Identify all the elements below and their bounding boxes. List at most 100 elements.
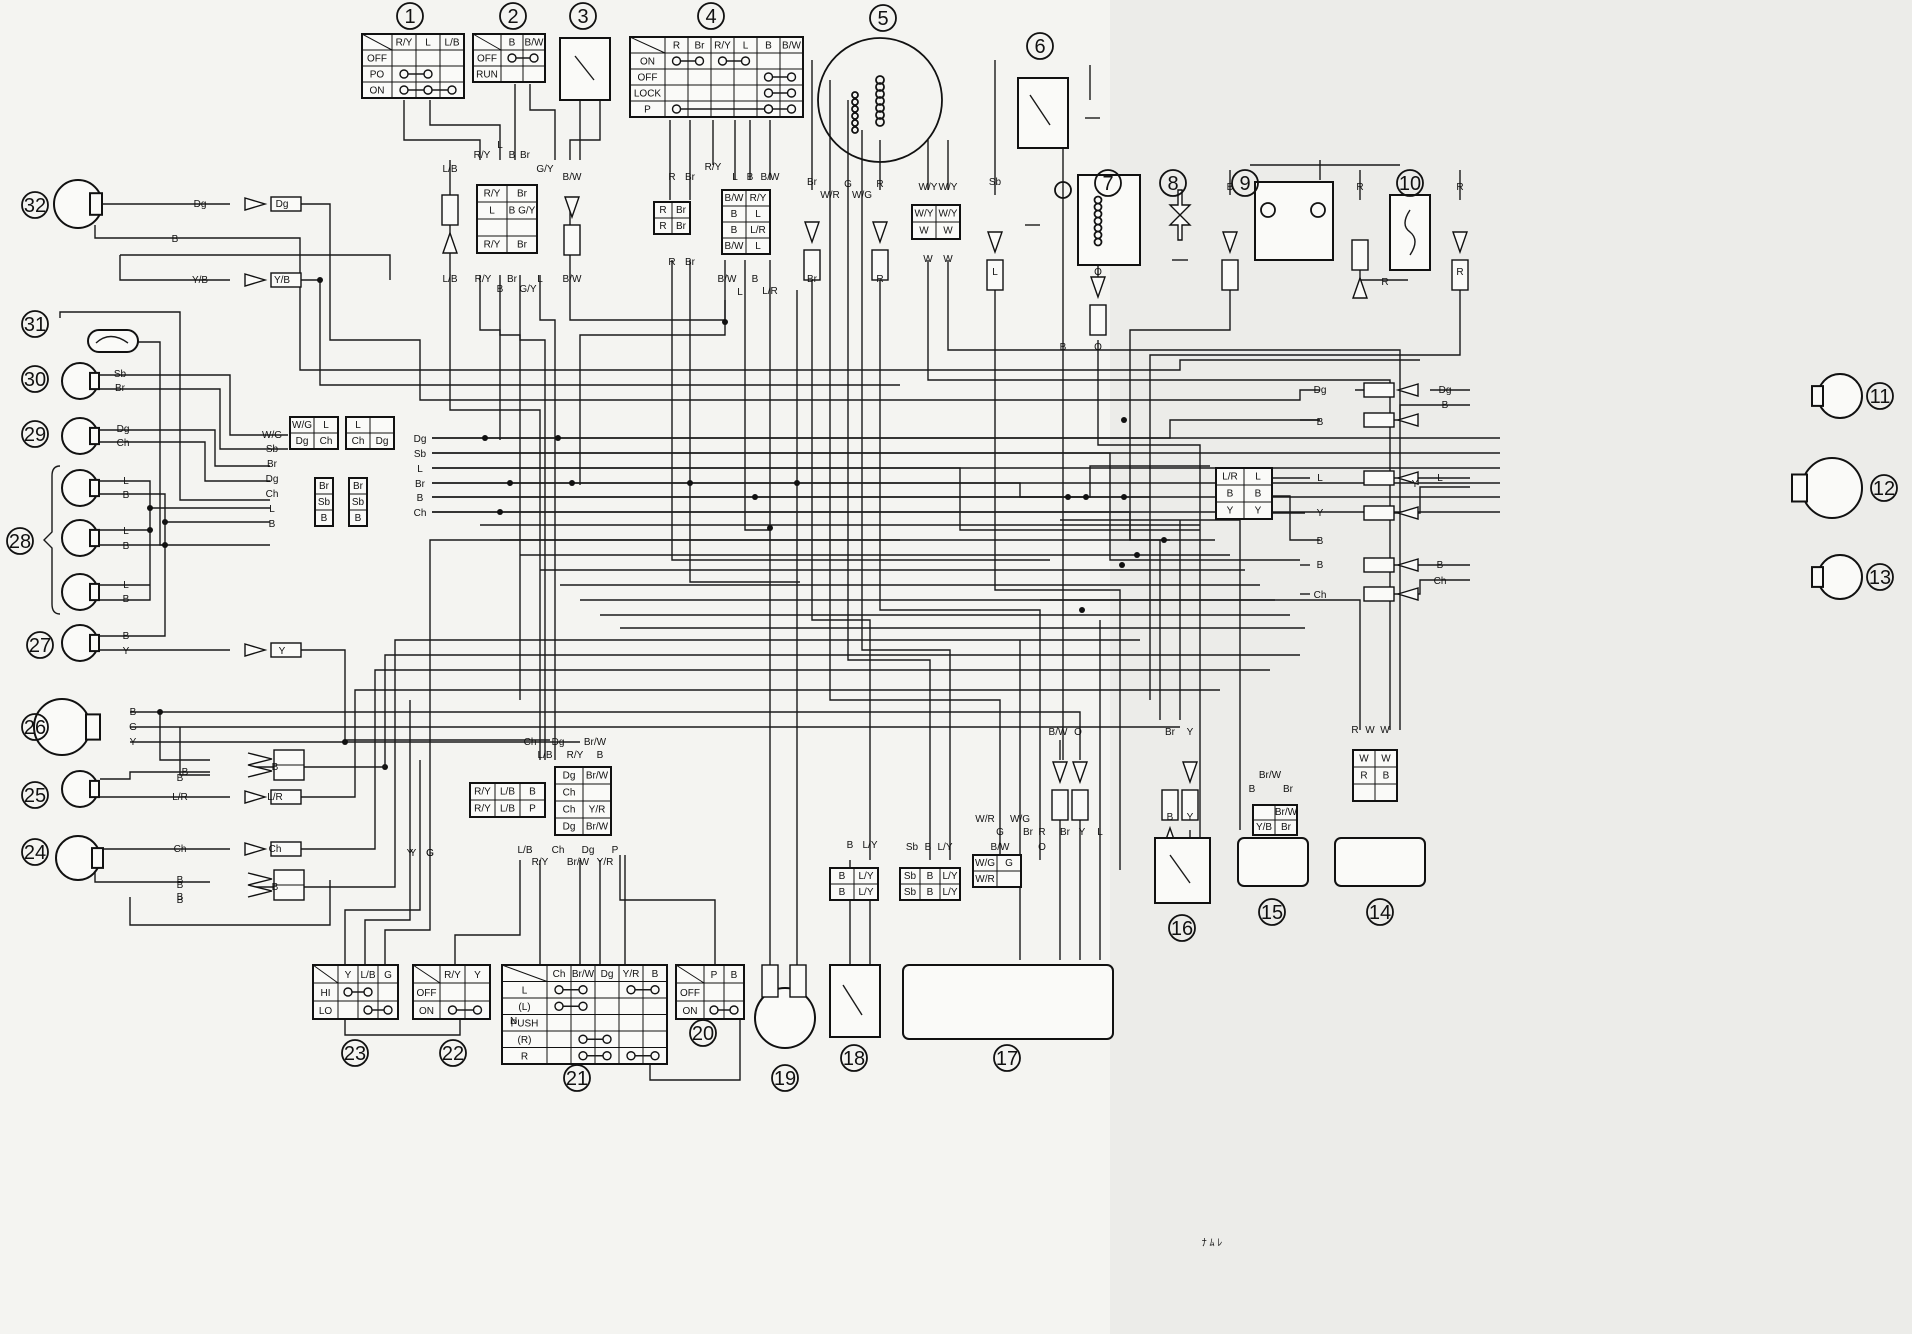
component-number-23: 23 [344, 1043, 366, 1065]
conn-wy-pin-label: W [943, 226, 953, 237]
dconn-24-pins [247, 872, 273, 898]
component-number-ring [439, 1039, 467, 1067]
wire-label: L [123, 580, 129, 591]
component-number-ring [1168, 914, 1196, 942]
vconn-bw-pin [564, 196, 580, 220]
wire-label: B [1317, 560, 1324, 571]
wire-junction [482, 435, 488, 441]
wire [689, 260, 800, 583]
wire [290, 689, 1220, 798]
wire-label: W/R [820, 190, 839, 201]
s21-node [578, 1034, 588, 1044]
conn-brw-pin-label: Br [1281, 822, 1292, 833]
conn-bw-pin-label: B [731, 209, 738, 220]
conn-sb-pin-label: L/Y [942, 871, 957, 882]
wire-label: Sb [414, 449, 427, 460]
lamp-26-socket [85, 713, 101, 741]
component-number-29: 29 [24, 424, 46, 446]
wire-label: Dg [1439, 385, 1452, 396]
switch-4-row-label: LOCK [634, 89, 662, 100]
wire-label: B [925, 842, 932, 853]
wire [1270, 495, 1320, 541]
wire-harness [59, 60, 1500, 1081]
s23-node [343, 987, 353, 997]
vconn-r-pin [872, 221, 888, 245]
wire [671, 260, 1050, 561]
wire-label: Br/W [584, 737, 607, 748]
switch-23-row-label: LO [319, 1006, 333, 1017]
wire [569, 100, 601, 160]
conn-right-pin-label: Y [1255, 506, 1262, 517]
coil-7 [1077, 174, 1141, 266]
conn-ch-pin [244, 842, 268, 856]
vconn-sb-housing [986, 259, 1004, 291]
conn-sb-pin-label: B [927, 887, 934, 898]
switch-23-col-label: G [384, 970, 392, 981]
conn-main1-pin-label: L [489, 206, 495, 217]
lamp-13 [1817, 554, 1863, 600]
component-number-28: 28 [9, 531, 31, 553]
s4-node [671, 104, 682, 114]
wire-label: B/W [718, 274, 737, 285]
component-number-ring [1258, 898, 1286, 926]
s22-node [447, 1005, 458, 1015]
s4-node [740, 56, 751, 66]
bracket-28 [43, 465, 61, 615]
wire [100, 771, 210, 780]
relay-6-contact [1029, 94, 1051, 126]
conn-rbr-pin-label: R [659, 205, 666, 216]
switch-21-row-label: (R) [518, 1035, 532, 1046]
wire-label: L/R [172, 792, 188, 803]
conn-13-b-housing [1363, 557, 1395, 573]
wire-label: B [177, 880, 184, 891]
wire-label: Br [1165, 727, 1176, 738]
wire-label: W [943, 254, 953, 265]
component-number-27: 27 [29, 635, 51, 657]
conn-wwrb-pin-label: B [1383, 771, 1390, 782]
wire-label: B [497, 284, 504, 295]
wire-label: B [269, 519, 276, 530]
wire-label: R [1351, 725, 1358, 736]
wire-label: Y [130, 737, 137, 748]
vconn-br-housing [803, 249, 821, 281]
switch-1-col-label: R/Y [396, 38, 413, 49]
component-number-10: 10 [1399, 173, 1421, 195]
wire-label: B [1249, 784, 1256, 795]
conn-brw-pin-label: Y/B [1256, 822, 1272, 833]
conn-12-y-pin [1395, 506, 1419, 520]
s4-node [717, 56, 728, 66]
wire-label: L [737, 287, 743, 298]
wire [432, 419, 1320, 439]
lamp-11 [1817, 373, 1863, 419]
wire-label: B [177, 895, 184, 906]
conn-lr-housing [270, 789, 302, 805]
switch-23-diag [312, 964, 339, 984]
conn-wy-pin-label: W/Y [939, 209, 958, 220]
conn-bly-pin-label: L/Y [858, 887, 873, 898]
wire-label: Sb [989, 177, 1002, 188]
wire-label: L/Y [937, 842, 952, 853]
relay-6 [1017, 77, 1069, 149]
component-number-22: 22 [442, 1043, 464, 1065]
wire [927, 260, 1391, 730]
wire-junction [162, 542, 168, 548]
switch-2-row-label: RUN [476, 70, 498, 81]
conn-13-b-pin [1395, 558, 1419, 572]
wire-junction [147, 527, 153, 533]
vconn-16b-pin [1182, 761, 1198, 785]
conn-wg-pin-label: W/G [292, 420, 312, 431]
wire-label: Br [1283, 784, 1294, 795]
wire-label: L/R [267, 792, 283, 803]
switch-1-row-label: ON [370, 86, 385, 97]
conn-12-l-housing [1363, 470, 1395, 486]
wire-label: Br [507, 274, 518, 285]
wire [364, 700, 411, 965]
component-number-25: 25 [24, 785, 46, 807]
unit-17 [902, 964, 1114, 1040]
component-number-19: 19 [774, 1068, 796, 1090]
conn-rbr-pin-label: Br [676, 221, 687, 232]
wire-label: Ch [174, 844, 187, 855]
component-number-ring [563, 1064, 591, 1092]
